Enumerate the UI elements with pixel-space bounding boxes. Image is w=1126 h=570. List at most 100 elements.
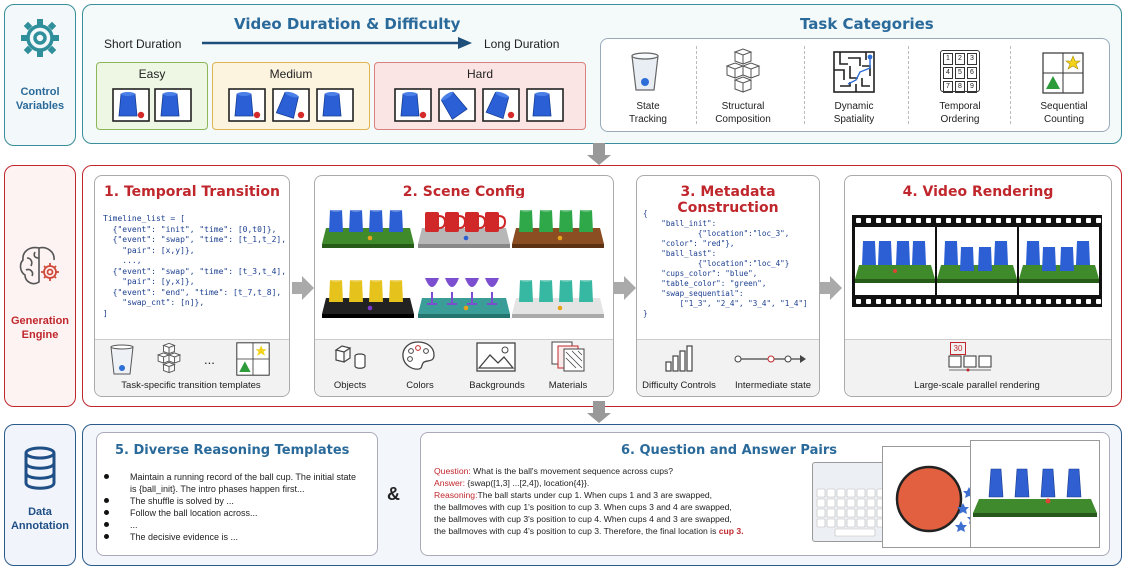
cup-frame — [316, 88, 354, 122]
backgrounds-label: Backgrounds — [469, 380, 525, 391]
grid-number: 3 — [967, 53, 977, 65]
cup-frame — [228, 88, 266, 122]
bullet-dot — [104, 498, 109, 503]
right-arrow-icon — [614, 276, 636, 300]
reasoning-template-line: The shuffle is solved by ... — [130, 496, 234, 506]
grid-number: 4 — [943, 67, 953, 79]
control-label-2: Variables — [15, 100, 65, 112]
parallel-rendering-caption: Large-scale parallel rendering — [914, 380, 1040, 391]
reasoning-template-line: The decisive evidence is ... — [130, 532, 239, 542]
parallel-frames-icon — [948, 355, 992, 372]
cup-frame — [272, 88, 310, 122]
shape-grid-icon — [236, 342, 270, 376]
cup-frame — [154, 88, 192, 122]
grid-number: 7 — [943, 81, 953, 93]
materials-label: Materials — [548, 380, 588, 391]
bullet-dot — [104, 522, 109, 527]
reasoning-templates-panel: 5. Diverse Reasoning Templates — [96, 432, 378, 556]
bullet-dot — [104, 474, 109, 479]
ellipsis: ... — [204, 352, 215, 367]
metadata-panel: 3. Metadata Construction { "ball_init": … — [636, 175, 820, 397]
scene-thumbnail — [322, 268, 414, 332]
panel-title: 4. Video Rendering — [902, 184, 1054, 200]
materials-icon — [551, 341, 585, 372]
colors-label: Colors — [406, 380, 434, 391]
annotation-label-2: Annotation — [10, 520, 70, 532]
objects-label: Objects — [333, 380, 367, 391]
panel-title: 2. Scene Config — [402, 184, 526, 200]
reasoning-line: the ballmoves with cup 4's position to c… — [434, 526, 744, 536]
down-arrow-icon — [587, 401, 611, 423]
annotation-label-1: Data — [28, 506, 52, 518]
maze-icon — [833, 51, 875, 93]
bullet-dot — [104, 534, 109, 539]
grid-number: 9 — [967, 81, 977, 93]
grid-number: 5 — [955, 67, 965, 79]
scene-screen — [970, 440, 1100, 548]
number-grid-icon: 1 2 3 4 5 6 7 8 9 — [940, 50, 980, 93]
render-counter-badge: 30 — [950, 342, 966, 355]
cup-frame — [394, 88, 432, 122]
panel-title: 3. Metadata Construction — [677, 184, 779, 216]
divider — [804, 46, 805, 124]
right-arrow-icon — [292, 276, 314, 300]
generation-engine-tab: Generation Engine — [4, 165, 76, 407]
palette-icon — [402, 341, 435, 370]
question-line: Question: What is the ball's movement se… — [434, 466, 674, 476]
grid-number: 6 — [967, 67, 977, 79]
brain-icon — [19, 246, 59, 285]
ampersand: & — [387, 484, 400, 504]
database-icon — [24, 446, 56, 490]
timeline-code: Timeline_list = [ {"event": "init", "tim… — [103, 214, 287, 318]
transition-templates-caption: Task-specific transition templates — [121, 380, 261, 391]
objects-icon — [334, 345, 366, 369]
medium-label: Medium — [269, 67, 313, 81]
circle-screen — [882, 446, 984, 548]
panel-title: 5. Diverse Reasoning Templates — [115, 443, 350, 458]
scene-thumbnail — [322, 198, 414, 262]
difficulty-controls-label: Difficulty Controls — [642, 380, 716, 391]
gear-icon — [21, 19, 59, 57]
cups-scene-thumbnail — [973, 468, 1097, 517]
scene-thumbnail — [418, 198, 510, 262]
data-annotation-tab: Data Annotation — [4, 424, 76, 566]
cup-frame — [112, 88, 150, 122]
reasoning-line: the ballmoves with cup 3's position to c… — [434, 514, 732, 524]
generation-label-2: Engine — [21, 329, 59, 341]
answer-line: Answer: {swap([1,3] ...[2,4]), location{… — [434, 478, 590, 488]
panel-title: 6. Question and Answer Pairs — [621, 443, 837, 458]
reasoning-template-line: is {ball_init}. The intro phases happen … — [130, 484, 305, 494]
image-icon — [476, 342, 516, 372]
control-label-1: Control — [20, 86, 60, 98]
cubes-icon — [156, 342, 182, 374]
control-variables-tab: Control Variables — [4, 4, 76, 146]
reasoning-template-line: ... — [130, 520, 138, 530]
metadata-code: { "ball_init": {"location":"loc_3", "col… — [643, 209, 808, 318]
cup-icon — [631, 52, 659, 91]
scene-thumbnail — [512, 198, 604, 262]
categories-title: Task Categories — [800, 15, 934, 33]
long-duration-label: Long Duration — [484, 37, 560, 51]
state-line-icon — [734, 355, 806, 363]
reasoning-template-line: Maintain a running record of the ball cu… — [130, 472, 356, 482]
bullet-dot — [104, 510, 109, 515]
generation-label-1: Generation — [10, 315, 70, 327]
grid-number: 8 — [955, 81, 965, 93]
scene-thumbnail — [418, 268, 510, 332]
target-icon — [895, 465, 979, 533]
cup-frame — [438, 88, 476, 122]
intermediate-state-label: Intermediate state — [734, 380, 812, 391]
hard-label: Hard — [466, 67, 493, 81]
short-duration-label: Short Duration — [104, 37, 182, 51]
cup-frame — [526, 88, 564, 122]
reasoning-template-line: Follow the ball location across... — [130, 508, 258, 518]
grid-number: 1 — [943, 53, 953, 65]
divider — [908, 46, 909, 124]
grid-number: 2 — [955, 53, 965, 65]
right-arrow-icon — [820, 276, 842, 300]
divider — [1010, 46, 1011, 124]
